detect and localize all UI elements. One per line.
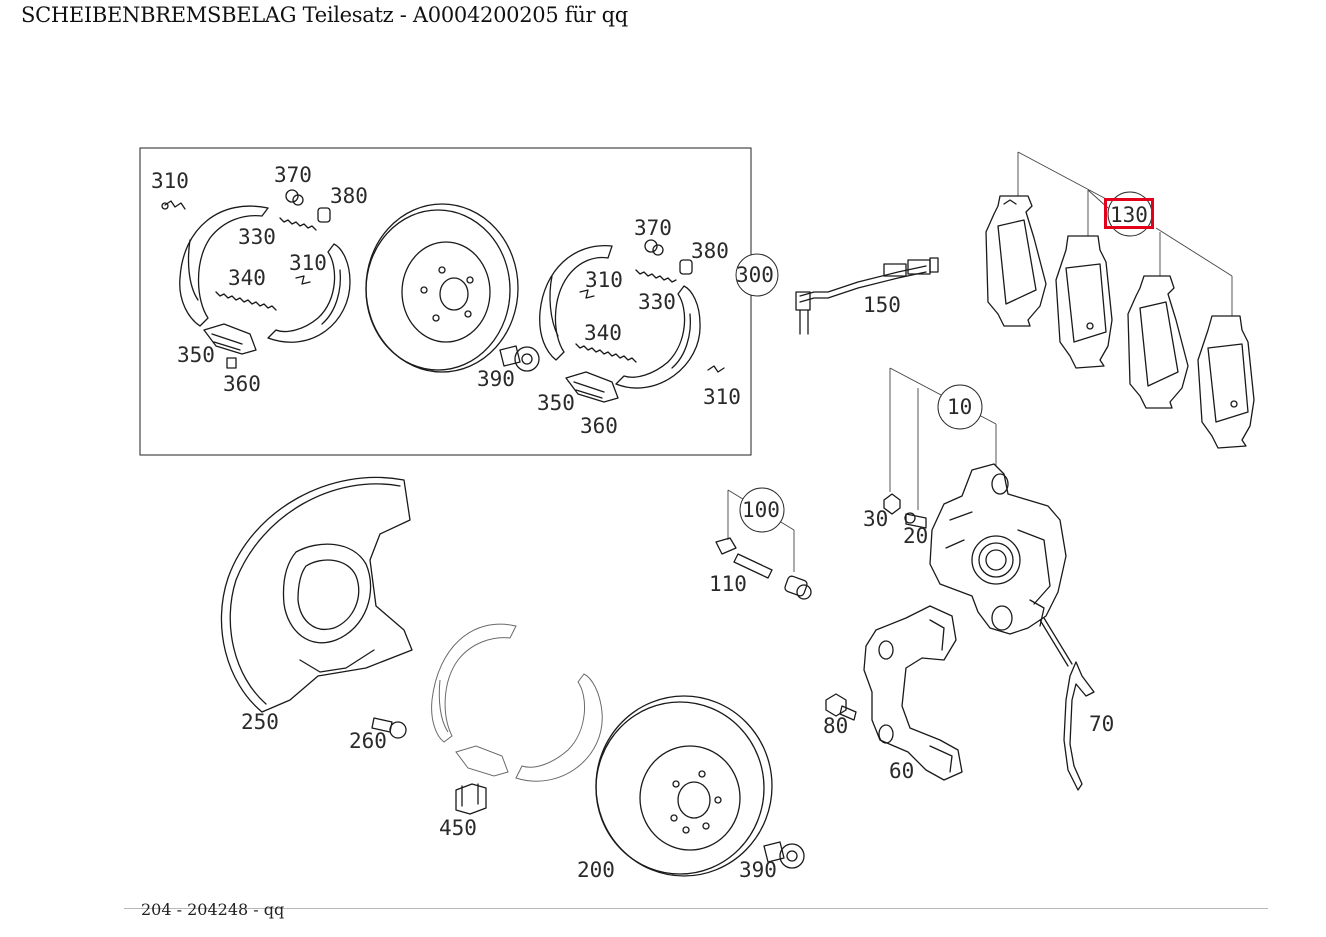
callout-circle-10	[937, 384, 983, 430]
callout-340[interactable]: 340	[228, 266, 266, 290]
callout-250[interactable]: 250	[241, 710, 279, 734]
callout-10[interactable]: 10	[947, 395, 972, 419]
callout-300[interactable]: 300	[736, 263, 774, 287]
carrier-bolt	[825, 693, 857, 721]
callout-370[interactable]: 370	[274, 163, 312, 187]
bleed-screw	[883, 493, 901, 515]
callout-110[interactable]: 110	[709, 572, 747, 596]
callout-380[interactable]: 380	[691, 239, 729, 263]
callout-30[interactable]: 30	[863, 507, 888, 531]
page-title: SCHEIBENBREMSBELAG Teilesatz - A00042002…	[21, 3, 628, 27]
callout-circle-300	[735, 253, 779, 297]
brake-shoe-left	[179, 205, 351, 343]
brake-shoe-right	[539, 239, 725, 403]
callout-310[interactable]: 310	[151, 169, 189, 193]
callout-310[interactable]: 310	[289, 251, 327, 275]
callout-330[interactable]: 330	[238, 225, 276, 249]
brake-hardware-left	[161, 189, 331, 369]
callout-80[interactable]: 80	[823, 714, 848, 738]
caliper-carrier	[863, 605, 963, 781]
brake-caliper	[929, 463, 1067, 635]
bolt-390-top	[499, 345, 540, 372]
callout-360[interactable]: 360	[580, 414, 618, 438]
footer-reference: 204 - 204248 - qq	[141, 900, 285, 919]
callout-200[interactable]: 200	[577, 858, 615, 882]
bolt-390-bottom	[763, 841, 805, 869]
callout-390[interactable]: 390	[739, 858, 777, 882]
callout-100[interactable]: 100	[742, 498, 780, 522]
callout-450[interactable]: 450	[439, 816, 477, 840]
bolt-260	[371, 717, 407, 739]
callout-350[interactable]: 350	[537, 391, 575, 415]
callout-380[interactable]: 380	[330, 184, 368, 208]
callout-60[interactable]: 60	[889, 759, 914, 783]
dust-shield	[220, 476, 413, 713]
callout-390[interactable]: 390	[477, 367, 515, 391]
brake-drum-disc-top	[365, 203, 519, 373]
footer-divider	[124, 908, 1268, 909]
wear-sensor	[795, 257, 939, 335]
brake-pads	[985, 195, 1255, 449]
callout-150[interactable]: 150	[863, 293, 901, 317]
callout-130[interactable]: 130	[1110, 203, 1148, 227]
brake-spring-clip	[1039, 617, 1095, 791]
callout-370[interactable]: 370	[634, 216, 672, 240]
callout-260[interactable]: 260	[349, 729, 387, 753]
callout-20[interactable]: 20	[903, 524, 928, 548]
callout-310[interactable]: 310	[585, 268, 623, 292]
callout-70[interactable]: 70	[1089, 712, 1114, 736]
callout-350[interactable]: 350	[177, 343, 215, 367]
callout-360[interactable]: 360	[223, 372, 261, 396]
callout-310[interactable]: 310	[703, 385, 741, 409]
parking-brake-kit-frame	[139, 147, 752, 456]
callout-330[interactable]: 330	[638, 290, 676, 314]
brake-shoes-faint	[431, 623, 603, 782]
brake-disc	[595, 695, 773, 877]
guide-pins	[715, 537, 812, 600]
leader-lines-130	[1017, 151, 1233, 316]
callout-340[interactable]: 340	[584, 321, 622, 345]
callout-circle-100	[739, 487, 785, 533]
caliper-bolt-20	[904, 512, 927, 529]
component-450	[455, 783, 487, 815]
